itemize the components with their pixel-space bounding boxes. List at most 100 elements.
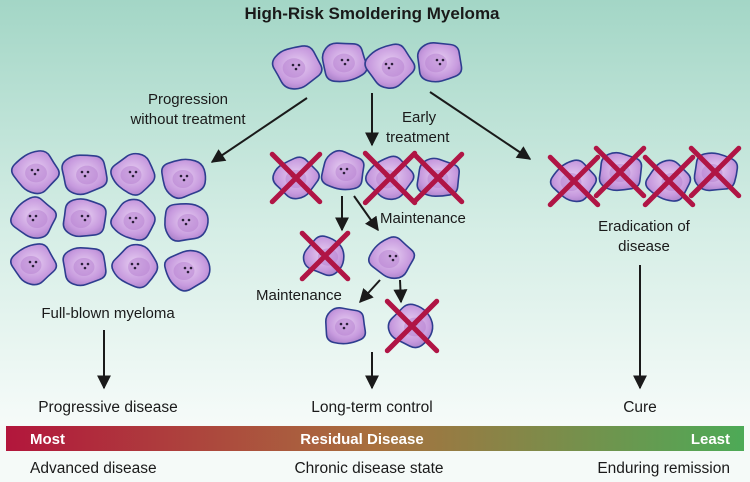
cross-group	[269, 145, 742, 354]
cell-granule	[34, 260, 38, 264]
cell-granule	[185, 174, 189, 178]
arrow-maint-down-right	[353, 195, 379, 232]
cell-granule	[181, 218, 185, 222]
myeloma-cell	[416, 41, 463, 83]
cell-granule	[28, 260, 32, 264]
cell-nucleus	[128, 257, 150, 277]
cell-granule	[182, 178, 186, 182]
arrow-maint-lower-right	[393, 279, 408, 304]
outcome-cure: Cure	[623, 399, 657, 416]
state-chronic: Chronic disease state	[294, 460, 443, 477]
cross-stroke	[299, 230, 351, 282]
cell-granule	[187, 218, 191, 222]
cross-stroke	[384, 298, 440, 354]
cell-nucleus	[425, 53, 447, 73]
cell-granule	[186, 270, 190, 274]
full-blown-label: Full-blown myeloma	[41, 305, 175, 322]
cell-granule	[342, 171, 346, 175]
cross-mark	[642, 154, 696, 208]
myeloma-cell	[111, 243, 159, 289]
cell-granule	[133, 266, 137, 270]
cross-mark	[269, 151, 323, 205]
cell-granule	[179, 174, 183, 178]
cross-stroke	[547, 154, 601, 208]
cell-nucleus	[334, 318, 356, 336]
cell-granule	[131, 174, 135, 178]
cell-granule	[28, 214, 32, 218]
cross-stroke	[411, 151, 465, 205]
cross-mark	[547, 154, 601, 208]
cell-nucleus	[333, 53, 355, 73]
cell-granule	[291, 63, 295, 67]
arrow-progression	[210, 97, 308, 163]
cell-nucleus	[76, 165, 98, 185]
cell-nucleus	[120, 166, 142, 184]
cross-stroke	[642, 154, 696, 208]
cross-mark	[384, 298, 440, 354]
cell-granule	[297, 63, 301, 67]
cell-granule	[345, 322, 349, 326]
eradication-label: Eradication of	[598, 218, 691, 235]
cross-mark	[362, 150, 418, 206]
myeloma-cell	[62, 198, 107, 238]
early-treatment-label: Early	[402, 109, 437, 126]
cell-nucleus	[172, 170, 194, 188]
myeloma-cell	[364, 43, 416, 90]
cell-granule	[128, 216, 132, 220]
cell-granule	[441, 58, 445, 62]
bar-label-residual: Residual Disease	[300, 431, 423, 448]
cell-granule	[343, 62, 347, 66]
cell-granule	[80, 262, 84, 266]
cell-granule	[388, 254, 392, 258]
cross-stroke	[593, 145, 647, 199]
myeloma-cell	[110, 152, 156, 196]
cell-granule	[387, 66, 391, 70]
maintenance-upper-label: Maintenance	[380, 210, 466, 227]
cell-nucleus	[381, 57, 405, 77]
cell-nucleus	[26, 210, 48, 228]
diagram-title: High-Risk Smoldering Myeloma	[244, 4, 500, 23]
cell-granule	[83, 174, 87, 178]
outcome-long-term-control: Long-term control	[311, 399, 432, 416]
arrow-group	[97, 91, 647, 390]
cell-nucleus	[173, 262, 195, 280]
cell-granule	[184, 222, 188, 226]
myeloma-cell	[367, 236, 416, 280]
myeloma-cell	[164, 203, 209, 242]
cell-nucleus	[70, 210, 92, 228]
cell-granule	[183, 266, 187, 270]
cell-nucleus	[25, 163, 47, 183]
progression-label: Progression	[148, 91, 228, 108]
cell-granule	[391, 258, 395, 262]
myeloma-cell	[61, 154, 108, 196]
cell-granule	[83, 218, 87, 222]
cell-granule	[189, 266, 193, 270]
state-advanced: Advanced disease	[30, 460, 157, 477]
myeloma-cell	[10, 150, 60, 195]
cell-granule	[136, 262, 140, 266]
cell-granule	[339, 167, 343, 171]
maintenance-lower-label: Maintenance	[256, 287, 342, 304]
myeloma-cell	[163, 249, 211, 292]
cell-nucleus	[378, 250, 400, 268]
progression-label-2: without treatment	[129, 111, 246, 128]
cell-nucleus	[73, 258, 95, 276]
cell-granule	[394, 254, 398, 258]
cell-granule	[34, 214, 38, 218]
cell-nucleus	[123, 212, 145, 230]
cell-granule	[345, 167, 349, 171]
eradication-label-2: disease	[618, 238, 670, 255]
cell-granule	[86, 214, 90, 218]
cell-nucleus	[20, 256, 42, 274]
arrow-maint-lower-left	[359, 279, 381, 304]
myeloma-cell	[321, 42, 368, 83]
myeloma-cell	[160, 158, 207, 200]
cell-granule	[80, 214, 84, 218]
myeloma-cell	[10, 243, 58, 286]
cell-granule	[131, 220, 135, 224]
myeloma-cell	[62, 246, 107, 287]
cross-stroke	[688, 145, 742, 199]
myeloma-cell	[10, 196, 57, 239]
cell-nucleus	[177, 214, 199, 232]
cross-stroke	[269, 151, 323, 205]
